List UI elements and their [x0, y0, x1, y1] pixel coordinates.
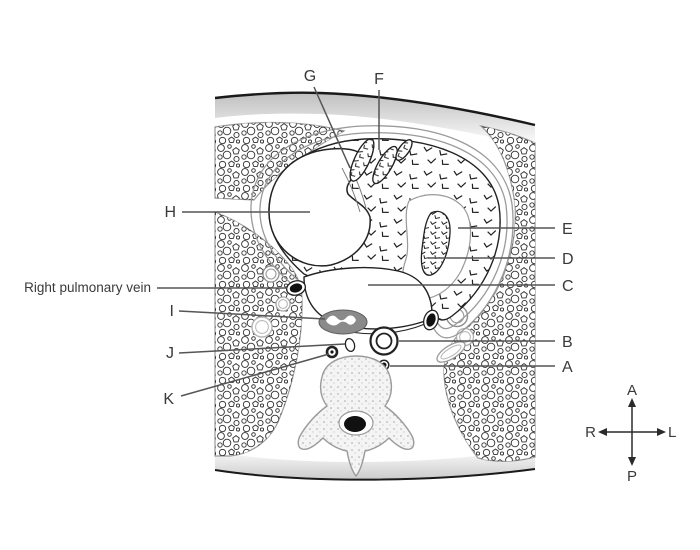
leader-lines	[157, 86, 555, 397]
lung-vessel-ring	[251, 265, 291, 338]
label-c: C	[562, 278, 574, 295]
leader-g	[313, 86, 351, 169]
label-d: D	[562, 251, 574, 268]
leader-i	[178, 310, 326, 320]
label-k: K	[163, 391, 174, 408]
chest-wall-posterior	[214, 448, 536, 481]
compass-label-right: R	[585, 424, 596, 441]
papillary-muscle-fingers	[349, 138, 413, 185]
structure-k-vessel	[325, 345, 339, 359]
label-right-pulmonary-vein: Right pulmonary vein	[24, 280, 151, 295]
compass-label-left: L	[668, 424, 676, 441]
leader-j	[178, 343, 346, 354]
label-f: F	[374, 71, 384, 88]
structure-j-duct	[344, 337, 356, 353]
chest-wall-anterior	[214, 91, 536, 147]
compass-arrowheads	[598, 398, 666, 466]
structure-b-ring	[369, 326, 399, 356]
label-e: E	[562, 221, 573, 238]
label-i: I	[170, 303, 174, 320]
pericardium	[250, 125, 514, 339]
left-lung	[436, 124, 536, 462]
right-ventricle-cavity	[268, 147, 371, 267]
label-h: H	[164, 204, 176, 221]
labels: G F H Right pulmonary vein I J K E D C B…	[24, 68, 573, 408]
orientation-compass: A P R L	[585, 382, 676, 485]
left-pulmonary-vein-vessel	[423, 309, 439, 331]
esophagus	[318, 309, 368, 335]
label-a: A	[562, 359, 573, 376]
label-g: G	[304, 68, 316, 85]
vertebra	[297, 355, 415, 478]
compass-label-posterior: P	[627, 468, 637, 485]
right-pulmonary-vein-vessel	[285, 280, 307, 296]
label-j: J	[166, 345, 174, 362]
leader-k	[180, 353, 330, 397]
spinal-cord	[344, 416, 366, 432]
compass-label-anterior: A	[627, 382, 637, 399]
label-b: B	[562, 334, 573, 351]
